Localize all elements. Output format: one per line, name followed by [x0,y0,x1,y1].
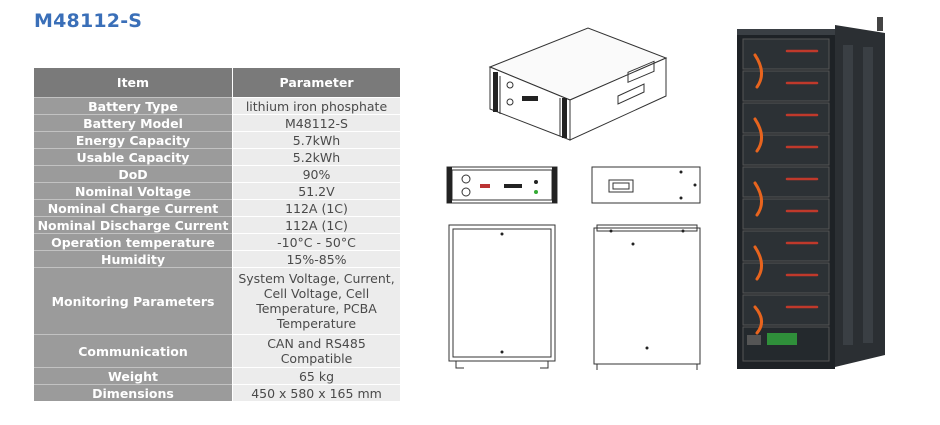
row-item: Humidity [34,250,233,268]
row-value: 5.2kWh [232,148,400,166]
row-item: Communication [34,334,233,368]
row-value: 450 x 580 x 165 mm [232,384,400,401]
front-view-drawing [446,166,558,204]
battery-rack-image [737,17,885,369]
row-item: Monitoring Parameters [34,267,233,335]
row-value: System Voltage, Current, Cell Voltage, C… [232,267,400,335]
table-header-row: Item Parameter [34,68,400,98]
row-item: Battery Model [34,114,233,132]
row-value: 51.2V [232,182,400,200]
isometric-drawing [488,27,668,141]
top-view-drawing [593,224,701,370]
row-item: Nominal Charge Current [34,199,233,217]
row-item: Operation temperature [34,233,233,251]
rear-view-drawing [591,166,701,204]
row-item: Energy Capacity [34,131,233,149]
page-title: M48112-S [34,10,143,32]
row-item: DoD [34,165,233,183]
row-value: 112A (1C) [232,216,400,234]
row-item: Nominal Voltage [34,182,233,200]
row-value: lithium iron phosphate [232,97,400,115]
row-value: 15%-85% [232,250,400,268]
row-item: Dimensions [34,384,233,401]
row-value: -10°C - 50°C [232,233,400,251]
row-item: Weight [34,367,233,385]
column-header-parameter: Parameter [232,68,400,98]
row-value: 65 kg [232,367,400,385]
row-item: Battery Type [34,97,233,115]
row-item: Nominal Discharge Current [34,216,233,234]
row-item: Usable Capacity [34,148,233,166]
table-row: Operation temperature-10°C - 50°C [34,233,400,251]
row-value: 5.7kWh [232,131,400,149]
column-header-item: Item [34,68,233,98]
side-view-drawing [448,224,556,369]
row-value: CAN and RS485 Compatible [232,334,400,368]
row-value: 90% [232,165,400,183]
row-value: 112A (1C) [232,199,400,217]
row-value: M48112-S [232,114,400,132]
